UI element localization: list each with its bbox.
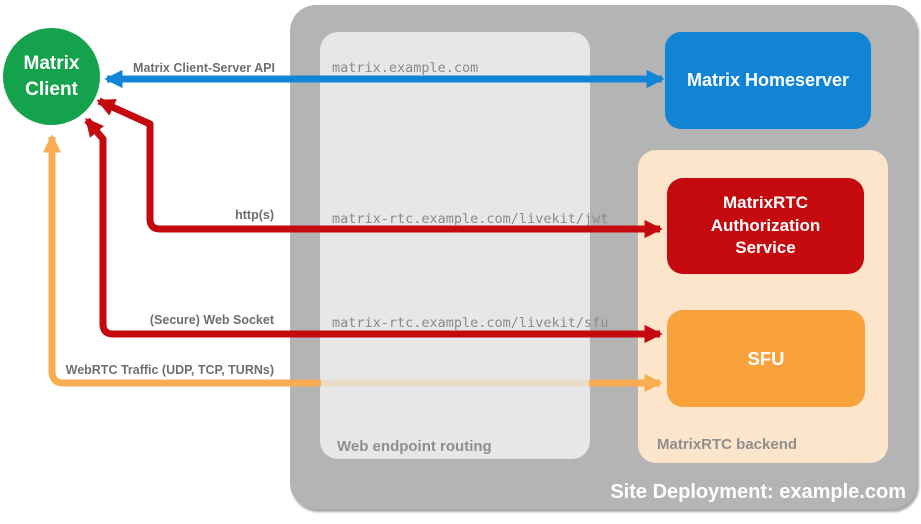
homeserver-url-label: matrix.example.com	[332, 60, 479, 76]
web-endpoint-routing-panel	[320, 32, 590, 459]
matrixrtc-auth-service-node: MatrixRTC Authorization Service	[667, 178, 864, 274]
client-server-api-label: Matrix Client-Server API	[133, 61, 275, 75]
websocket-label: (Secure) Web Socket	[149, 313, 274, 327]
sfu-url-label: matrix-rtc.example.com/livekit/sfu	[332, 315, 609, 331]
webrtc-traffic-label: WebRTC Traffic (UDP, TCP, TURNs)	[65, 363, 274, 377]
sfu-node: SFU	[667, 310, 865, 407]
site-deployment-label: Site Deployment: example.com	[610, 481, 906, 503]
matrixrtc-backend-label: MatrixRTC backend	[657, 436, 798, 453]
web-endpoint-routing-label: Web endpoint routing	[337, 438, 492, 455]
matrix-client-node: Matrix Client	[3, 28, 100, 125]
https-label: http(s)	[235, 208, 274, 222]
matrix-homeserver-node: Matrix Homeserver	[665, 32, 871, 129]
jwt-url-label: matrix-rtc.example.com/livekit/jwt	[332, 211, 609, 227]
